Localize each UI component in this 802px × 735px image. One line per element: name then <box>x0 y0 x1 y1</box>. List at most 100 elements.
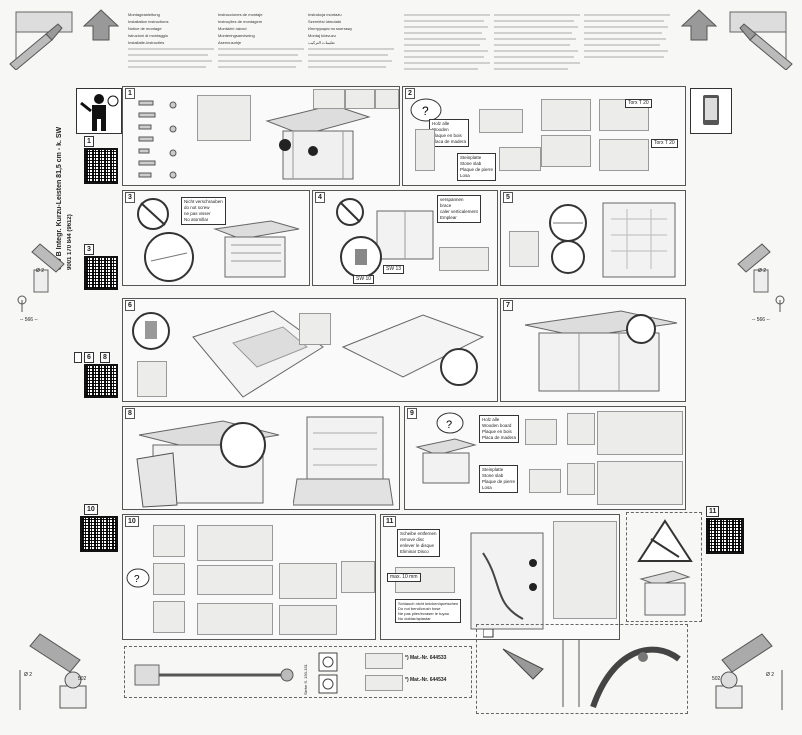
dishwasher-side-image <box>415 129 435 171</box>
callout-line: ne pas visser <box>184 211 211 216</box>
qr-label: 3 <box>84 244 94 255</box>
language-item: Montážní návod <box>218 26 247 31</box>
dimension-label: 502 <box>712 676 721 682</box>
torx-label: Torx T 20 <box>651 139 678 148</box>
drawer-image <box>541 135 591 167</box>
language-item: Instrukcja montażu <box>308 12 342 17</box>
diameter-label: Ø 2 <box>766 672 775 678</box>
diameter-label: Ø 2 <box>758 268 767 274</box>
hose-routing-image <box>483 629 681 708</box>
torx-label: Torx T 20 <box>625 99 652 108</box>
plinth-detail-image <box>197 565 273 595</box>
wooden-worktop-callout: Holz alle Wooden Plaque en bois Placa de… <box>429 119 470 147</box>
language-item: Montaj kılavuzu <box>308 33 336 38</box>
arrow-up-icon <box>82 9 120 41</box>
wooden-worktop-callout: Holz alle Wooden board Plaque en bois Pl… <box>479 415 520 443</box>
step-panel-5: 5 <box>500 190 686 286</box>
appliance-box-image <box>639 570 691 616</box>
drill-hinge-icon-right <box>715 633 783 710</box>
question-bubble-icon: ? <box>126 568 150 588</box>
step-number: 5 <box>503 192 513 203</box>
parts-list-icon <box>138 100 177 179</box>
cable-image <box>365 653 403 669</box>
step-panel-2: 2 ? Holz alle Wooden Plaque en bois Plac… <box>402 86 686 186</box>
language-item: Montageanleitung <box>128 12 160 17</box>
language-list-right <box>404 14 670 70</box>
accessories-section: Siehe S. 150-151 *) Mat.-Nr. 644533 *) M… <box>124 646 472 698</box>
qr-code[interactable] <box>84 364 118 398</box>
language-item: Monteringsanvisning <box>218 33 255 38</box>
bracket-detail-image <box>567 463 595 495</box>
callout-line: verspannen <box>440 197 464 202</box>
language-item: Instruções de montagem <box>218 19 263 24</box>
callout-line: Ne pas plier/écraser le tuyau <box>398 611 449 616</box>
step-panel-9: 9 ? Holz alle Wooden board Plaque en boi… <box>404 406 686 510</box>
no-drill-icon <box>137 198 169 230</box>
dishwasher-top-image <box>597 411 683 455</box>
callout-line: Losa <box>460 173 470 178</box>
drain-hose-image <box>134 664 294 686</box>
installer-icon <box>76 88 122 134</box>
step-panel-10: 10 ? <box>122 514 376 640</box>
language-item: Instrucciones de montaje <box>218 12 263 17</box>
callout-line: enlever le disque <box>400 543 435 548</box>
qr-code[interactable] <box>84 256 118 290</box>
qr-label: 6 <box>84 352 94 363</box>
note-text: Siehe S. 150-151 <box>303 664 308 695</box>
door-panel-flat-image <box>341 314 485 386</box>
qr-checkbox-label <box>74 352 82 363</box>
callout-line: Nicht verschrauben <box>184 199 223 204</box>
magnifier-detail-image <box>144 232 194 282</box>
callout-line: Wooden board <box>482 423 512 428</box>
qr-code[interactable] <box>84 148 118 184</box>
svg-text:?: ? <box>422 104 429 118</box>
door-variant-image <box>153 525 185 557</box>
language-item: Szerelési útmutató <box>308 19 342 24</box>
step-number: 3 <box>125 192 135 203</box>
cable-image <box>365 675 403 691</box>
plinth-detail-image <box>279 605 337 635</box>
drill-icon-right <box>737 243 785 312</box>
callout-line: Scheibe entfernen <box>400 531 437 536</box>
door-fitting-image <box>136 420 280 508</box>
qr-code[interactable] <box>706 518 744 554</box>
warning-triangle-icon <box>637 519 693 562</box>
step-number: 6 <box>125 300 135 311</box>
qr-label: 1 <box>84 136 94 147</box>
language-item: Installatie-instructies <box>128 40 165 45</box>
max-height-label: max. 10 mm <box>387 573 421 582</box>
qr-label: 8 <box>100 352 110 363</box>
callout-line: Holz alle <box>432 121 450 126</box>
callout-line: Placa de madera <box>482 435 517 440</box>
hose-parts-image <box>553 521 617 619</box>
dishwasher-install-image <box>213 220 300 278</box>
open-dishwasher-image <box>293 416 394 506</box>
do-not-screw-callout: Nicht verschrauben do not screw ne pas v… <box>181 197 226 225</box>
drill-icon <box>17 243 65 312</box>
plinth-detail-image <box>197 603 273 635</box>
stone-image <box>529 469 561 493</box>
diameter-label: Ø 2 <box>36 268 45 274</box>
wrench-size-label: SW 13 <box>383 265 405 274</box>
ok-detail-image <box>313 89 345 109</box>
language-item: Notice de montage <box>128 26 162 31</box>
screw-magnifier-image <box>549 204 587 274</box>
callout-line: Plaque de pierre <box>460 167 494 172</box>
brace-callout: verspannen brace caler verticalement Emp… <box>437 195 481 223</box>
language-item: Asennusohje <box>218 40 242 45</box>
phone-icon <box>690 88 732 134</box>
callout-line: Do not bend/crush hose <box>398 606 441 611</box>
plinth-detail-image <box>279 563 337 599</box>
language-item: Istruzioni di montaggio <box>128 33 169 38</box>
callout-line: Plaque en bois <box>432 133 462 138</box>
step-panel-11: 11 Scheibe entfernen remove disc enlever… <box>380 514 620 640</box>
drill-hinge-icon <box>19 633 87 710</box>
sink-connection-image <box>470 532 544 630</box>
step-number: 9 <box>407 408 417 419</box>
not-ok-detail-image <box>375 89 399 109</box>
bracket-detail-image <box>567 413 595 445</box>
wood-grain-image <box>525 419 557 445</box>
step-panel-6: 6 <box>122 298 498 402</box>
qr-code[interactable] <box>80 516 118 552</box>
svg-text:?: ? <box>446 419 452 431</box>
